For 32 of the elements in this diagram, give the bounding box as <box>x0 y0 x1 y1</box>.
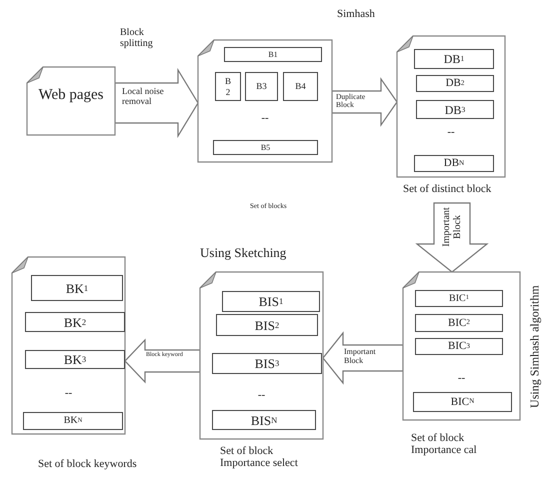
annotation-text: Using Simhash algorithm <box>528 284 542 410</box>
caption: Set of distinct block <box>403 183 492 196</box>
annotation-text: Block splitting <box>120 27 154 49</box>
ellipsis-text: -- <box>456 372 466 384</box>
block-box: B5 <box>213 140 318 155</box>
block-arrow <box>415 202 489 273</box>
document-shape <box>200 272 323 439</box>
heading: Using Sketching <box>200 246 288 260</box>
block-arrow <box>114 68 199 138</box>
edge-label: Important Block <box>344 348 377 366</box>
block-arrow <box>124 338 201 384</box>
heading: Simhash <box>337 8 376 20</box>
document-shape <box>198 40 332 162</box>
document-shape <box>12 257 125 434</box>
edge-label: Important Block <box>441 206 463 249</box>
ellipsis-text: -- <box>446 126 456 138</box>
caption: Set of block Importance cal <box>411 432 478 456</box>
block-arrow <box>322 331 404 385</box>
block-box: B2 <box>215 72 241 101</box>
ellipsis-text: -- <box>260 112 270 124</box>
edge-label: Local noise removal <box>122 87 165 107</box>
block-box: B3 <box>245 72 278 101</box>
caption: Set of block keywords <box>38 458 138 470</box>
block-box: B4 <box>283 72 318 101</box>
document-shape <box>397 36 505 177</box>
document-shape <box>27 67 115 135</box>
document-shape <box>403 272 520 420</box>
block-box: B1 <box>224 47 322 62</box>
node-label: Web pages <box>37 87 105 104</box>
ellipsis-text: -- <box>256 389 266 401</box>
caption: Set of block Importance select <box>220 445 299 470</box>
ellipsis-text: -- <box>64 387 74 399</box>
